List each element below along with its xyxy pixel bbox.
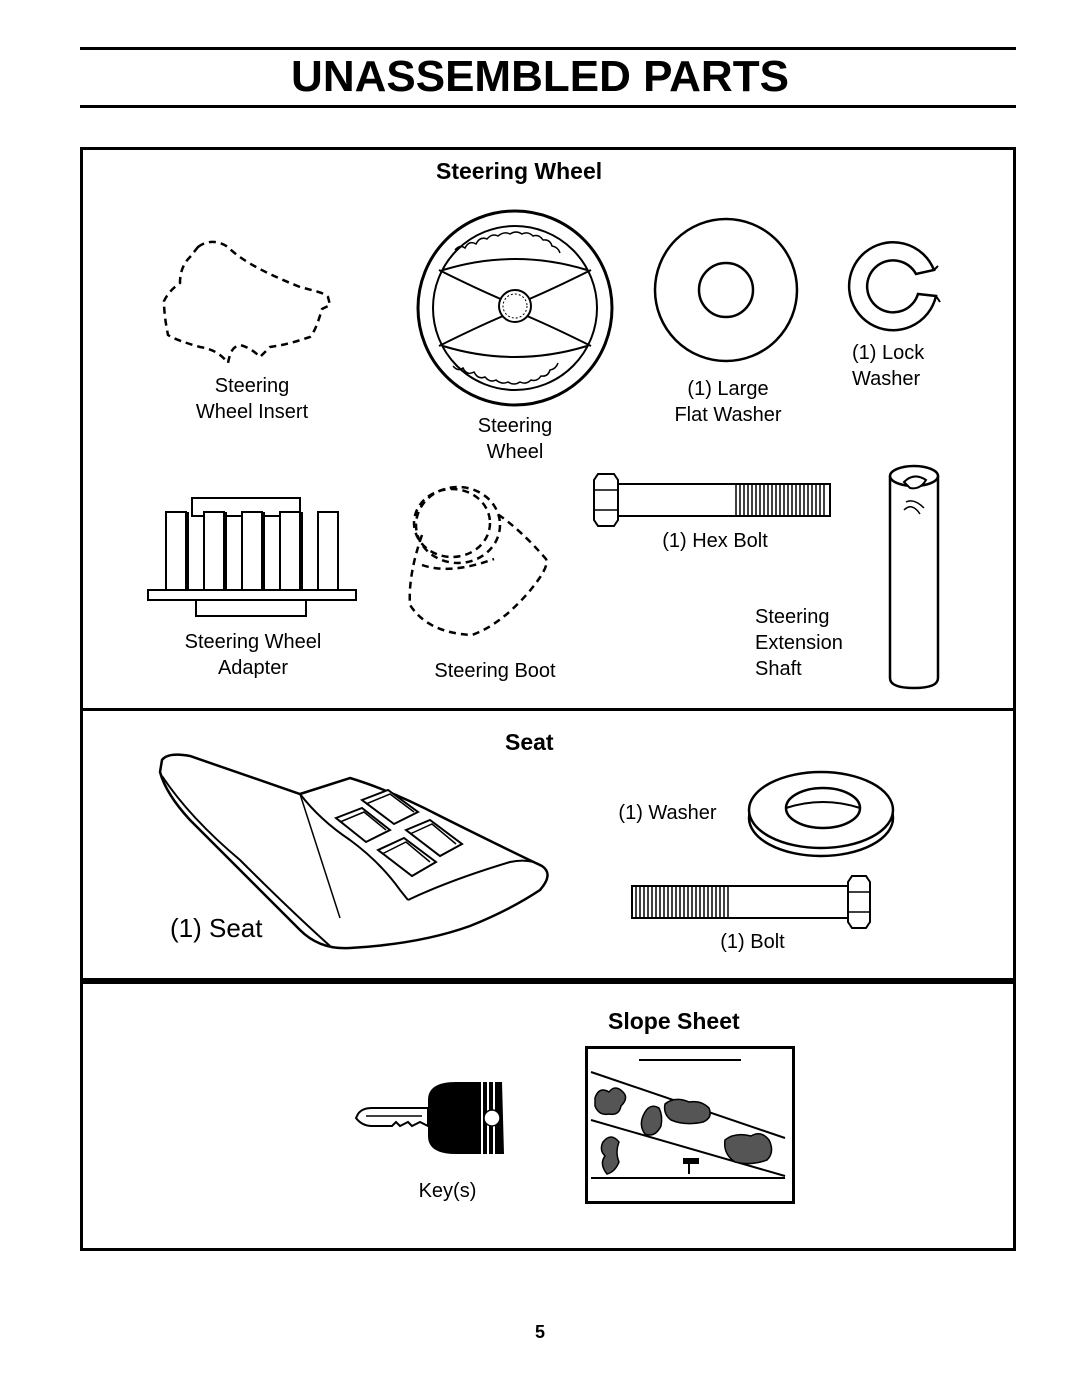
- large-flat-washer-label: (1) Large Flat Washer: [674, 378, 782, 426]
- steering-extension-shaft-icon: [888, 464, 940, 690]
- large-flat-washer-icon: [653, 217, 799, 363]
- seat-icon: [158, 753, 549, 950]
- steering-wheel-icon: [416, 209, 614, 407]
- steering-wheel-adapter-icon: [147, 497, 357, 617]
- bottom-rule: [80, 105, 1016, 108]
- steering-boot-icon: [408, 485, 548, 637]
- lock-washer-label: (1) Lock Washer: [852, 342, 925, 390]
- steering-wheel-insert-icon: [162, 240, 332, 366]
- seat-section: [80, 708, 1016, 981]
- steering-extension-shaft-label: Steering Extension Shaft: [755, 606, 843, 680]
- steering-wheel-label: Steering Wheel: [477, 415, 553, 463]
- keys-label: Key(s): [418, 1180, 477, 1202]
- slope-sheet-icon: [585, 1046, 795, 1204]
- seat-bolt-icon: [631, 875, 871, 929]
- page-title: UNASSEMBLED PARTS: [291, 52, 789, 101]
- seat-washer-icon: [747, 770, 895, 858]
- seat-bolt-label: (1) Bolt: [720, 931, 785, 953]
- key-icon: [354, 1082, 504, 1154]
- top-rule: [80, 47, 1016, 50]
- slope-sheet-section: [80, 981, 1016, 1251]
- seat-section-title: Seat: [505, 729, 554, 755]
- steering-boot-label: Steering Boot: [434, 660, 556, 682]
- hex-bolt-label: (1) Hex Bolt: [662, 530, 768, 552]
- seat-label: (1) Seat: [170, 913, 263, 943]
- seat-washer-label: (1) Washer: [618, 802, 717, 824]
- steering-wheel-section-title: Steering Wheel: [436, 158, 603, 184]
- page-number: 5: [534, 1322, 545, 1342]
- steering-wheel-adapter-label: Steering Wheel Adapter: [184, 631, 322, 679]
- steering-wheel-insert-label: Steering Wheel Insert: [195, 375, 309, 423]
- slope-sheet-section-title: Slope Sheet: [608, 1008, 740, 1034]
- lock-washer-icon: [847, 241, 941, 332]
- hex-bolt-icon: [593, 473, 831, 527]
